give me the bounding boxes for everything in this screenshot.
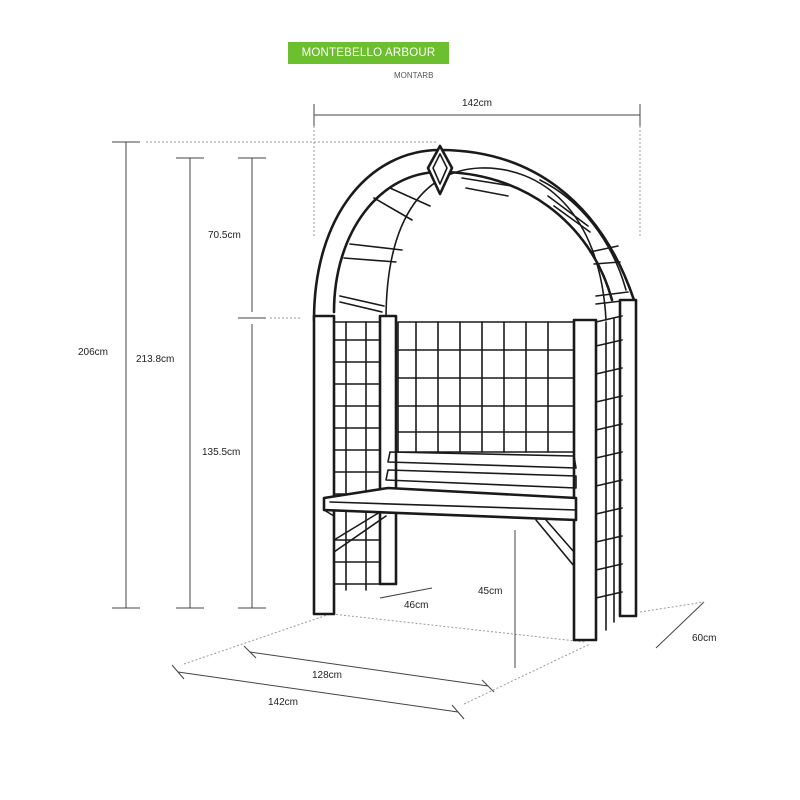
label-seat-width: 128cm (312, 670, 342, 681)
right-trellis-slat-9 (595, 563, 623, 571)
arch-slats-right (461, 177, 631, 305)
left-side-trellis (333, 321, 381, 591)
diamond-finial-inner (432, 153, 448, 185)
floor-right-guide (463, 643, 591, 705)
seat-width-tick-right (481, 679, 495, 693)
right-trellis-slat-7 (595, 507, 623, 515)
diamond-finial (426, 144, 454, 196)
seat-width-line (249, 651, 489, 687)
dimension-labels: 142cm 206cm 213.8cm 70.5cm 135.5cm 46cm … (78, 98, 716, 708)
right-trellis-slat-10 (595, 591, 623, 599)
base-width-tick-right (451, 704, 465, 720)
right-bench-brace-2 (545, 519, 575, 553)
back-right-post (618, 298, 638, 618)
back-lattice-panel (397, 321, 575, 453)
label-total-height: 206cm (78, 347, 108, 358)
label-top-width: 142cm (462, 98, 492, 109)
product-code: MONTARB (394, 71, 434, 80)
label-seat-depth: 46cm (404, 600, 428, 611)
label-arch-height: 70.5cm (208, 230, 241, 241)
seat-depth-line (379, 587, 433, 599)
arbour-structure (312, 144, 638, 642)
product-title-badge: MONTEBELLO ARBOUR (288, 42, 449, 64)
right-trellis-slat-3 (595, 395, 623, 403)
right-trellis-slat-5 (595, 451, 623, 459)
base-depth-line (655, 601, 705, 649)
seat-width-tick-left (243, 645, 257, 659)
seat-backrest (385, 451, 577, 489)
back-arch (385, 167, 607, 321)
floor-left-guide (183, 613, 331, 665)
seat-front-edge (323, 509, 335, 517)
arch-rear-rail (539, 179, 627, 291)
front-left-post (312, 314, 336, 616)
label-base-width: 142cm (268, 697, 298, 708)
seat-slat-line (329, 501, 577, 511)
backrest-slat-2 (385, 469, 577, 489)
left-bench-brace (333, 511, 381, 541)
right-side-trellis (595, 315, 623, 631)
right-trellis-slat-2 (595, 367, 623, 375)
dimension-lines (112, 104, 705, 720)
front-right-post (572, 318, 598, 642)
floor-back-guide (331, 613, 586, 643)
right-trellis-slat-6 (595, 479, 623, 487)
left-bench-brace-2 (333, 515, 387, 553)
base-depth-guide (639, 601, 705, 613)
label-inner-height: 213.8cm (136, 354, 174, 365)
seat-top (322, 486, 578, 522)
label-side-height: 135.5cm (202, 447, 240, 458)
arch-slats-left (339, 187, 431, 313)
right-bench-brace (535, 519, 575, 567)
right-trellis-top (595, 315, 623, 323)
base-width-line (177, 671, 459, 713)
base-width-tick-left (171, 664, 185, 680)
right-trellis-slat-4 (595, 423, 623, 431)
front-inner-arch (332, 170, 614, 314)
label-base-depth: 60cm (692, 633, 716, 644)
right-trellis-slat-8 (595, 535, 623, 543)
seat-bench (322, 486, 578, 567)
back-left-post (378, 314, 398, 586)
right-trellis-slat-1 (595, 339, 623, 347)
backrest-slat-1 (387, 451, 577, 469)
label-seat-height: 45cm (478, 586, 502, 597)
back-lattice-frame (397, 321, 575, 453)
